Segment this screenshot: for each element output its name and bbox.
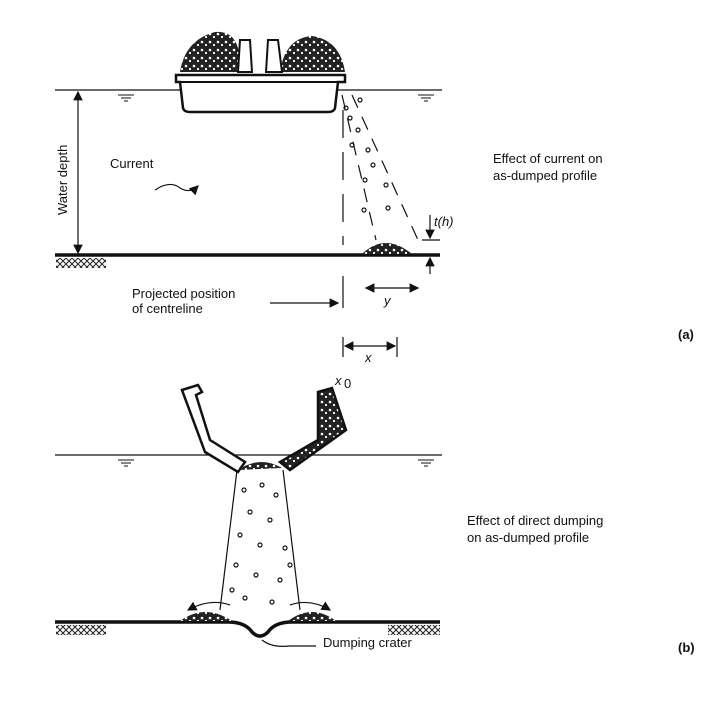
panel-a-label: (a) — [678, 327, 694, 342]
water-level-icon — [118, 459, 434, 467]
crater-leader-line — [261, 639, 316, 647]
panel-b-label: (b) — [678, 640, 695, 655]
x-label: x — [364, 350, 372, 365]
spread-arrow-right — [289, 601, 332, 611]
panel-b: Dumping crater Effect of direct dumping … — [55, 383, 695, 655]
spread-arrow-left — [186, 601, 231, 611]
split-hopper-icon — [180, 383, 348, 474]
x0-label: x — [334, 373, 342, 388]
falling-rock-plume — [219, 469, 301, 611]
current-arrow-icon — [154, 183, 199, 196]
projected-position-label-1: Projected position — [132, 286, 235, 301]
crater-label: Dumping crater — [323, 635, 413, 650]
barge-icon — [174, 31, 347, 114]
rock-mound — [362, 243, 412, 254]
caption-a-2: as-dumped profile — [493, 168, 597, 183]
y-label: y — [383, 293, 392, 308]
rock-mound-right — [288, 612, 336, 621]
rock-mound-left — [180, 612, 232, 621]
seabed-hatch — [56, 625, 106, 635]
caption-b-1: Effect of direct dumping — [467, 513, 603, 528]
falling-rock-plume — [341, 94, 419, 241]
panel-a: Water depth Current t(h) Projected posit… — [55, 31, 694, 391]
seabed-hatch — [56, 258, 106, 268]
x0-subscript: 0 — [344, 376, 351, 391]
caption-a-1: Effect of current on — [493, 151, 603, 166]
caption-b-2: on as-dumped profile — [467, 530, 589, 545]
water-depth-label: Water depth — [55, 145, 70, 215]
current-label: Current — [110, 156, 154, 171]
water-level-icon — [118, 94, 434, 102]
thickness-label: t(h) — [434, 214, 454, 229]
seabed-hatch — [388, 625, 440, 635]
projected-position-label-2: of centreline — [132, 301, 203, 316]
seabed-with-crater — [55, 620, 440, 638]
